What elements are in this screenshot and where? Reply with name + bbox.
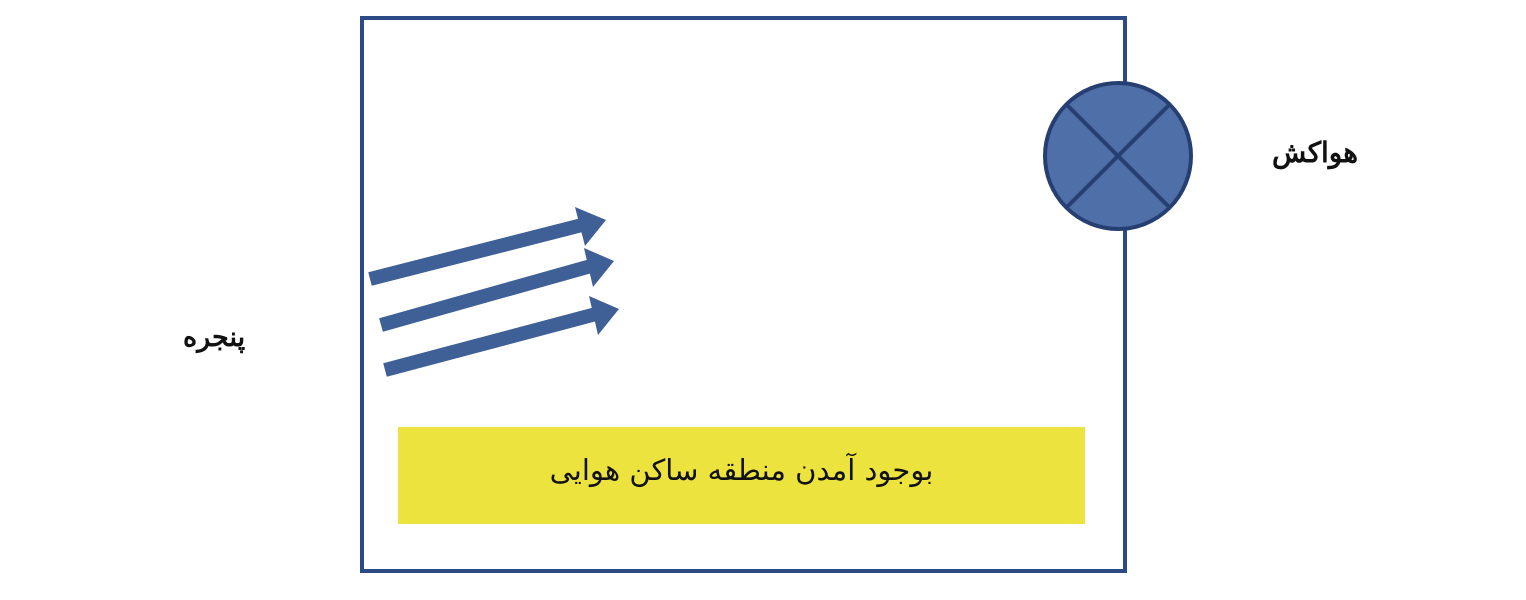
window-label: پنجره [183, 322, 246, 353]
airflow-arrow-bottom [383, 296, 619, 377]
stagnant-air-zone: بوجود آمدن منطقه ساکن هوایی [398, 427, 1085, 524]
room-outline [360, 16, 1127, 573]
fan-icon [1043, 81, 1193, 231]
airflow-arrows [368, 207, 619, 377]
airflow-arrow-top [368, 207, 606, 286]
stagnant-air-zone-label: بوجود آمدن منطقه ساکن هوایی [549, 452, 934, 487]
fan-label: هواکش [1272, 136, 1359, 169]
airflow-arrow-middle [379, 248, 614, 332]
